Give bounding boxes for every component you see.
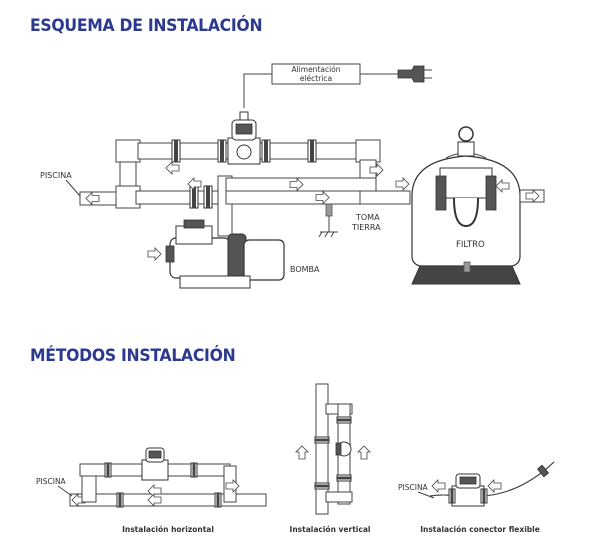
- flexible-installation-label: Instalación conector flexible: [420, 525, 540, 534]
- power-supply-label-line1: Alimentación: [291, 65, 340, 74]
- filter-inlet-pipe: [359, 190, 411, 205]
- flexible-pool-label: PISCINA: [398, 483, 429, 492]
- installation-methods-heading: MÉTODOS INSTALACIÓN: [30, 346, 236, 366]
- pool-pipe: [65, 179, 125, 206]
- horizontal-installation-label: Instalación horizontal: [122, 525, 214, 534]
- pump: [165, 219, 285, 289]
- right-top-tee: [355, 139, 381, 163]
- pressure-gauge-icon: [458, 126, 474, 142]
- top-right-union: [307, 139, 317, 163]
- horizontal-pool-label: PISCINA: [36, 477, 67, 486]
- valve-top-right-union: [261, 139, 271, 163]
- sand-filter: [411, 126, 545, 285]
- vertical-installation-label: Instalación vertical: [290, 525, 371, 534]
- lower-left-union-2: [203, 185, 213, 209]
- left-top-tee: [115, 139, 141, 163]
- installation-scheme-heading: ESQUEMA DE INSTALACIÓN: [30, 16, 263, 36]
- power-supply-label-line2: eléctrica: [300, 74, 332, 83]
- lower-middle-pipe: [225, 190, 361, 205]
- ground-connection: [318, 203, 338, 238]
- flexible-installation-diagram: [417, 461, 555, 507]
- horizontal-installation-diagram: [57, 447, 267, 508]
- ground-label-line2: TIERRA: [351, 223, 381, 232]
- vertical-installation-diagram: [295, 383, 371, 515]
- plug-icon: [397, 65, 425, 83]
- top-left-union: [171, 139, 181, 163]
- ground-label-line1: TOMA: [355, 213, 380, 222]
- pool-label: PISCINA: [40, 171, 72, 180]
- filter-label: FILTRO: [456, 240, 485, 250]
- motorized-valve: [227, 111, 261, 165]
- pump-label: BOMBA: [290, 265, 320, 274]
- power-supply-cable: [243, 63, 432, 108]
- valve-top-left-union: [217, 139, 227, 163]
